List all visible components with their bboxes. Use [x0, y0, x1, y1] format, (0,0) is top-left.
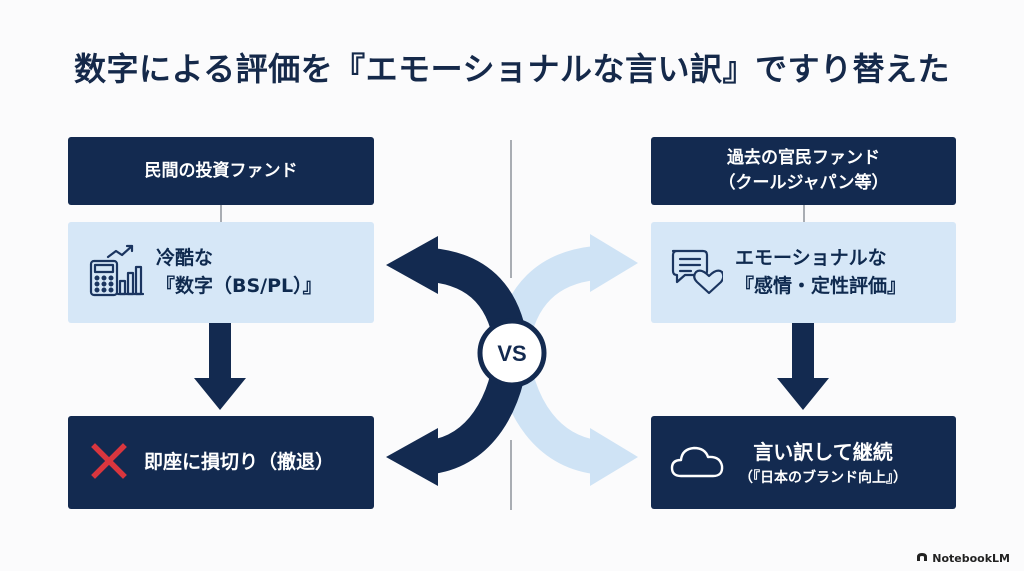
cloud-icon [669, 442, 725, 484]
calculator-chart-icon [88, 243, 145, 303]
left-header-label: 民間の投資ファンド [144, 160, 298, 181]
right-connector [803, 205, 805, 222]
left-middle-line2: 『数字（BS/PL）』 [156, 274, 322, 297]
right-header-line1: 過去の官民ファンド [727, 148, 880, 169]
right-bottom-box: 言い訳して継続 （『日本のブランド向上』） [651, 416, 956, 509]
vs-label: VS [497, 341, 526, 366]
left-middle-box: 冷酷な 『数字（BS/PL）』 [68, 222, 374, 323]
right-bottom-line1: 言い訳して継続 [753, 440, 893, 464]
right-middle-line1: エモーショナルな [735, 246, 887, 269]
left-connector [220, 205, 222, 222]
left-header-box: 民間の投資ファンド [68, 137, 374, 205]
center-divider-top [510, 140, 512, 278]
right-middle-box: エモーショナルな 『感情・定性評価』 [651, 222, 956, 323]
vs-badge: VS [477, 318, 547, 388]
chat-heart-icon [669, 246, 725, 300]
right-down-arrow [777, 323, 829, 410]
notebooklm-watermark: NotebookLM [916, 552, 1010, 565]
center-divider-bottom [510, 440, 512, 510]
notebooklm-logo-icon [916, 552, 928, 565]
right-header-line2: （クールジャパン等） [718, 173, 889, 193]
page-title: 数字による評価を『エモーショナルな言い訳』ですり替えた [74, 50, 950, 88]
left-middle-line1: 冷酷な [156, 246, 214, 269]
left-bottom-label: 即座に損切り（撤退） [144, 450, 335, 473]
left-bottom-box: 即座に損切り（撤退） [68, 416, 374, 509]
watermark-label: NotebookLM [932, 552, 1010, 565]
right-bottom-line2: （『日本のブランド向上』） [739, 470, 907, 486]
left-down-arrow [194, 323, 246, 410]
cross-icon [90, 442, 128, 484]
right-middle-line2: 『感情・定性評価』 [735, 274, 907, 297]
right-header-box: 過去の官民ファンド （クールジャパン等） [651, 137, 956, 205]
